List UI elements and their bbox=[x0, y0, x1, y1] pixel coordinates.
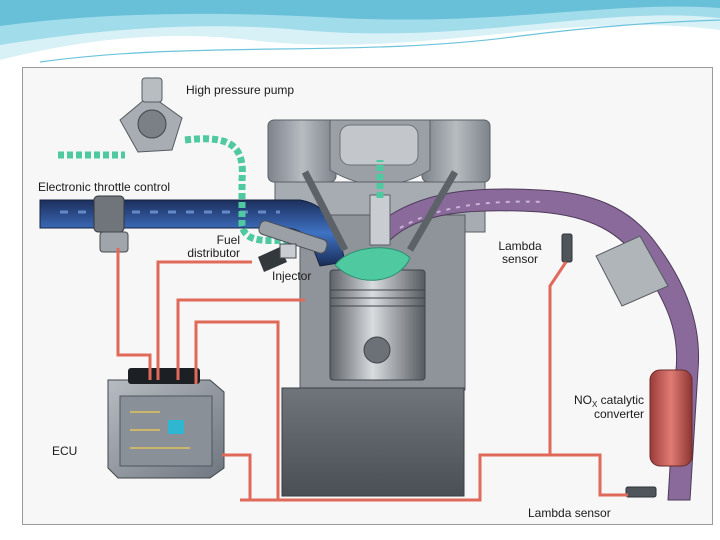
injector bbox=[258, 243, 297, 272]
label-lambda-sensor-upper: Lambda sensor bbox=[488, 240, 552, 266]
wave-line bbox=[39, 19, 720, 63]
throttle-body bbox=[93, 195, 129, 253]
high-pressure-pump bbox=[119, 77, 183, 153]
label-nox-line1: NOX catalytic bbox=[548, 393, 644, 410]
label-injector: Injector bbox=[272, 269, 312, 283]
label-fuel-distributor: Fuel distributor bbox=[170, 234, 240, 260]
label-electronic-throttle-control: Electronic throttle control bbox=[38, 180, 171, 194]
fuel-lines bbox=[58, 135, 384, 245]
label-ecu: ECU bbox=[52, 444, 78, 458]
exhaust-pipe bbox=[379, 188, 700, 501]
label-nox-line2: converter bbox=[593, 407, 644, 421]
label-fuel-line1: Fuel bbox=[216, 233, 240, 247]
label-high-pressure-pump: High pressure pump bbox=[186, 83, 295, 97]
wave-front bbox=[0, 0, 720, 26]
label-lambda-sensor-lower: Lambda sensor bbox=[528, 506, 611, 520]
lambda-sensor-upper bbox=[561, 233, 573, 263]
nox-catalytic-converter bbox=[595, 235, 693, 467]
combustion-chamber bbox=[334, 247, 411, 281]
lambda-sensor-lower bbox=[625, 486, 657, 498]
nox-suffix: catalytic bbox=[597, 393, 644, 407]
ecu-unit bbox=[107, 368, 225, 479]
nox-prefix: NO bbox=[573, 393, 592, 407]
slide-header-wave bbox=[0, 0, 720, 63]
nox-subscript: X bbox=[591, 400, 598, 409]
label-fuel-line2: distributor bbox=[187, 246, 240, 260]
label-lambda-upper-line1: Lambda bbox=[498, 239, 542, 253]
label-lambda-upper-line2: sensor bbox=[501, 252, 539, 266]
label-nox-catalytic-converter: NOX catalytic converter bbox=[548, 394, 644, 421]
valves bbox=[301, 170, 459, 252]
wiring-harness bbox=[116, 248, 628, 502]
